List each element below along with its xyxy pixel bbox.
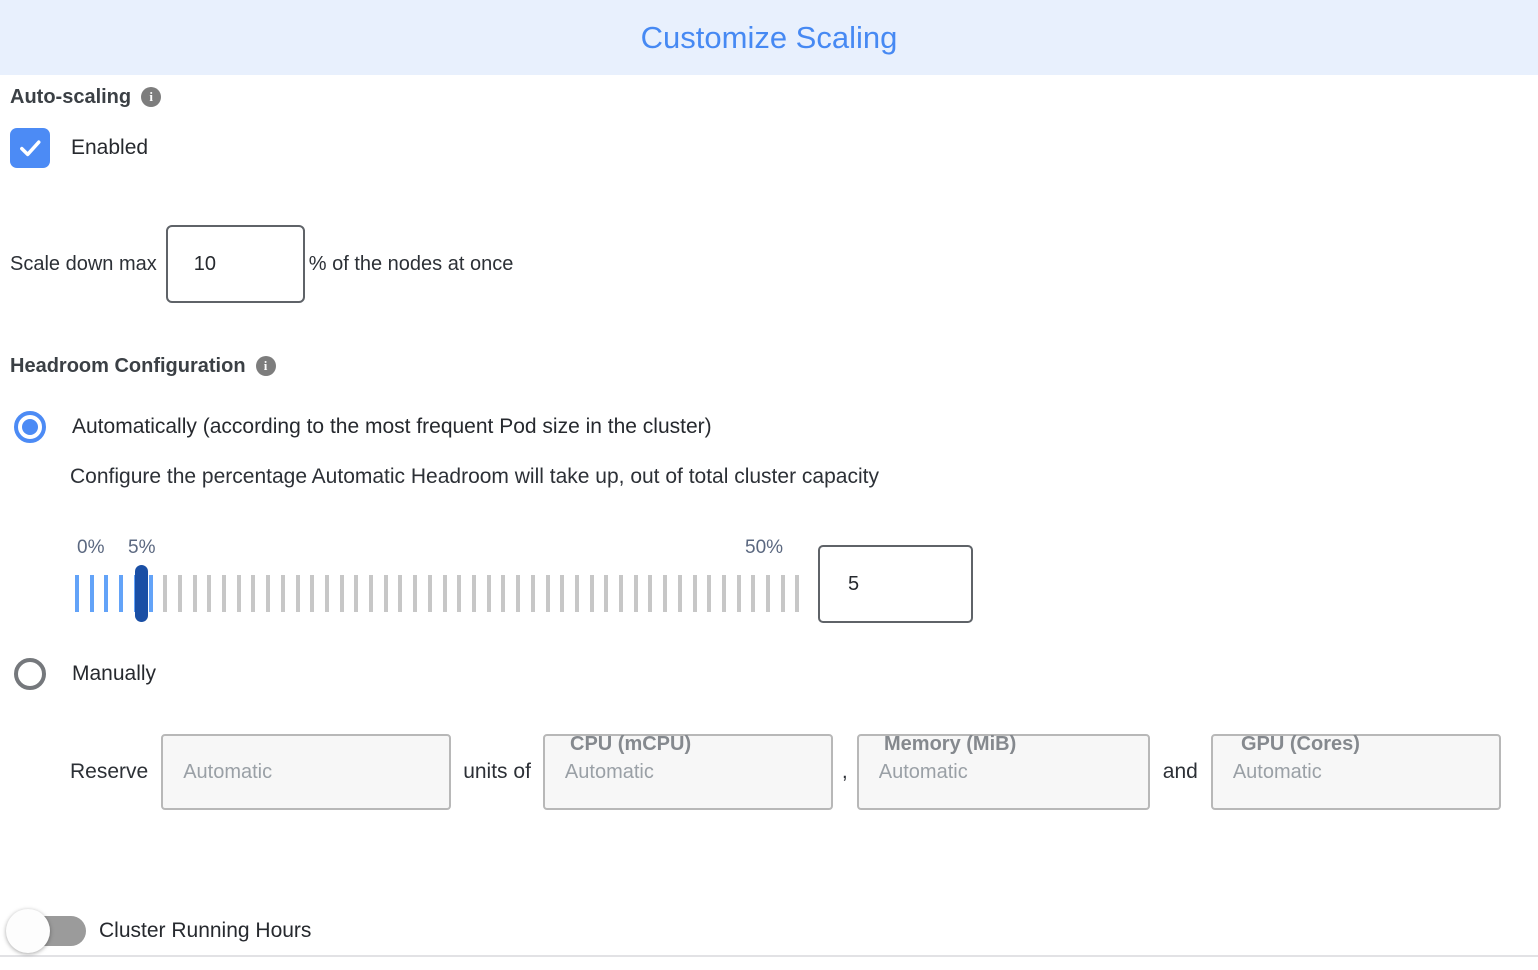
slider-tick[interactable] — [295, 575, 300, 612]
slider-tick[interactable] — [177, 575, 182, 612]
headroom-automatic-description: Configure the percentage Automatic Headr… — [70, 465, 879, 488]
cluster-running-hours-row: Cluster Running Hours — [6, 909, 1538, 953]
reserve-gpu-input[interactable] — [1210, 734, 1501, 810]
slider-tick[interactable] — [545, 575, 550, 612]
bottom-divider — [0, 955, 1538, 957]
slider-tick[interactable] — [530, 575, 535, 612]
slider-tick[interactable] — [236, 575, 241, 612]
dialog-body: Auto-scaling i Enabled Scale down max % … — [0, 85, 1538, 953]
and-label: and — [1162, 760, 1198, 783]
headroom-manual-label: Manually — [72, 662, 157, 685]
slider-tick[interactable] — [119, 575, 124, 612]
memory-column-header: Memory (MiB) — [884, 733, 1017, 755]
slider-tick[interactable] — [413, 575, 418, 612]
slider-tick[interactable] — [251, 575, 256, 612]
slider-tick[interactable] — [663, 575, 668, 612]
slider-tick[interactable] — [751, 575, 756, 612]
slider-tick[interactable] — [560, 575, 565, 612]
slider-tick[interactable] — [721, 575, 726, 612]
scale-down-suffix-label: % of the nodes at once — [308, 252, 514, 275]
manual-headroom-grid: CPU (mCPU) Memory (MiB) GPU (Cores) Rese… — [10, 733, 1538, 811]
slider-tick[interactable] — [310, 575, 315, 612]
slider-tick[interactable] — [383, 575, 388, 612]
headroom-configuration-label: Headroom Configuration — [10, 354, 246, 377]
slider-tick[interactable] — [75, 575, 79, 612]
slider-tick[interactable] — [619, 575, 624, 612]
info-icon[interactable]: i — [141, 87, 162, 107]
enabled-label: Enabled — [71, 136, 149, 159]
slider-tick[interactable] — [398, 575, 403, 612]
slider-tick[interactable] — [633, 575, 638, 612]
scale-down-row: Scale down max % of the nodes at once — [10, 225, 1538, 303]
slider-tick[interactable] — [648, 575, 653, 612]
cluster-running-hours-toggle[interactable] — [6, 909, 86, 953]
slider-tick[interactable] — [604, 575, 609, 612]
toggle-knob[interactable] — [6, 909, 50, 953]
headroom-manual-radio[interactable] — [14, 658, 46, 690]
reserve-memory-input[interactable] — [856, 734, 1150, 810]
slider-tick[interactable] — [486, 575, 491, 612]
slider-tick[interactable] — [501, 575, 506, 612]
slider-tick[interactable] — [766, 575, 771, 612]
reserve-units-input[interactable] — [161, 734, 452, 810]
slider-tick[interactable] — [736, 575, 741, 612]
slider-tick[interactable] — [589, 575, 594, 612]
headroom-slider-ticks[interactable] — [75, 575, 800, 612]
reserve-row: Reserve units of , and — [70, 733, 1538, 811]
checkmark-icon — [20, 140, 41, 157]
gpu-column-header: GPU (Cores) — [1241, 733, 1360, 755]
slider-tick[interactable] — [677, 575, 682, 612]
slider-tick[interactable] — [780, 575, 785, 612]
slider-tick[interactable] — [222, 575, 227, 612]
cluster-running-hours-label: Cluster Running Hours — [99, 919, 312, 942]
reserve-label: Reserve — [70, 760, 149, 783]
dialog-header: Customize Scaling — [0, 0, 1538, 75]
auto-scaling-label: Auto-scaling — [10, 85, 132, 108]
cpu-column-header: CPU (mCPU) — [570, 733, 692, 755]
headroom-percentage-slider: 0% 5% 50% — [75, 537, 1538, 623]
headroom-automatic-option[interactable]: Automatically (according to the most fre… — [10, 410, 1538, 444]
slider-tick[interactable] — [163, 575, 168, 612]
slider-min-label: 0% — [77, 537, 105, 558]
reserve-cpu-input[interactable] — [542, 734, 833, 810]
auto-scaling-section-label: Auto-scaling i — [10, 85, 1538, 109]
slider-tick[interactable] — [280, 575, 285, 612]
slider-tick[interactable] — [516, 575, 521, 612]
comma-separator: , — [841, 760, 848, 783]
headroom-percentage-input[interactable] — [818, 545, 973, 623]
slider-tick[interactable] — [89, 575, 94, 612]
auto-scaling-enabled-row: Enabled — [10, 128, 1538, 168]
headroom-automatic-label: Automatically (according to the most fre… — [72, 415, 712, 438]
auto-scaling-checkbox[interactable] — [10, 128, 50, 168]
slider-tick[interactable] — [266, 575, 271, 612]
slider-max-label: 50% — [745, 537, 784, 558]
slider-tick[interactable] — [427, 575, 432, 612]
slider-tick[interactable] — [471, 575, 476, 612]
slider-current-label: 5% — [128, 537, 156, 558]
units-of-label: units of — [463, 760, 531, 783]
slider-tick[interactable] — [574, 575, 579, 612]
slider-handle[interactable] — [135, 565, 148, 622]
scale-down-max-input[interactable] — [165, 225, 305, 303]
headroom-manual-option[interactable]: Manually — [10, 657, 1538, 691]
radio-dot — [22, 419, 38, 435]
slider-tick[interactable] — [354, 575, 359, 612]
slider-tick[interactable] — [339, 575, 344, 612]
scale-down-prefix-label: Scale down max — [10, 252, 157, 275]
headroom-automatic-radio[interactable] — [14, 411, 46, 443]
page-title: Customize Scaling — [640, 19, 898, 55]
slider-tick[interactable] — [369, 575, 374, 612]
slider-tick[interactable] — [104, 575, 109, 612]
slider-tick[interactable] — [148, 575, 153, 612]
slider-tick[interactable] — [692, 575, 697, 612]
slider-tick[interactable] — [207, 575, 212, 612]
headroom-section-label: Headroom Configuration i — [10, 354, 1538, 378]
slider-tick[interactable] — [457, 575, 462, 612]
slider-tick[interactable] — [192, 575, 197, 612]
slider-tick[interactable] — [707, 575, 712, 612]
slider-tick[interactable] — [324, 575, 329, 612]
slider-tick[interactable] — [442, 575, 447, 612]
slider-tick[interactable] — [795, 575, 800, 612]
info-icon[interactable]: i — [255, 356, 276, 376]
